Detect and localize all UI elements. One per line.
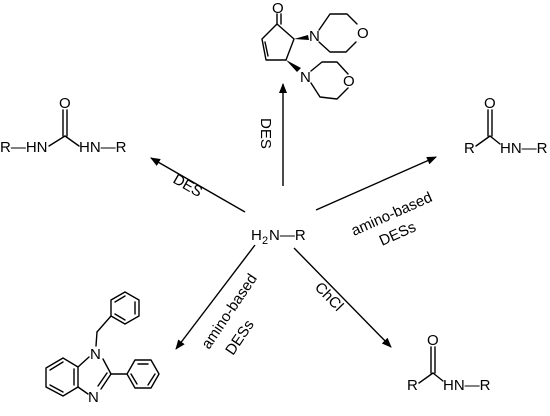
amine-h: H	[251, 227, 262, 244]
label-left: DES	[170, 171, 205, 201]
label-lowright: ChCl	[311, 279, 346, 315]
urea-left: R—HN	[0, 139, 48, 156]
benzimidazole-n1: N	[90, 346, 101, 363]
amide-top-right: HN—R	[500, 140, 548, 157]
amine-subscript: 2	[262, 235, 268, 247]
amide-bottom-right: HN—R	[443, 377, 491, 394]
benzimidazole-n3: N	[88, 389, 99, 406]
product-cyclopentenone: O N O N O	[261, 0, 369, 100]
arrow-lowleft	[175, 244, 256, 350]
arrow-lowright	[293, 247, 392, 348]
morpholine-2-oxygen: O	[343, 73, 355, 90]
morpholine-1-nitrogen: N	[309, 28, 320, 45]
product-amide-top: R O HN—R	[464, 95, 548, 157]
reaction-arrows	[150, 83, 437, 350]
urea-right: HN—R	[79, 139, 127, 156]
urea-oxygen: O	[59, 95, 71, 112]
product-urea: R—HN O HN—R	[0, 95, 127, 156]
amine-rest: N—R	[269, 227, 306, 244]
amide-top-oxygen: O	[484, 95, 496, 112]
label-up: DES	[257, 118, 274, 149]
product-amide-bottom: R O HN—R	[407, 332, 491, 394]
product-benzimidazole: N N	[45, 291, 160, 406]
amide-top-r: R	[464, 140, 475, 157]
amide-bottom-r: R	[407, 377, 418, 394]
arrow-right	[315, 156, 437, 211]
ketone-oxygen: O	[272, 0, 284, 17]
central-amine: H 2 N—R	[251, 227, 306, 247]
arrow-left	[150, 157, 246, 213]
morpholine-2-nitrogen: N	[300, 69, 311, 86]
morpholine-1-oxygen: O	[357, 25, 369, 42]
amide-bottom-oxygen: O	[427, 332, 439, 349]
